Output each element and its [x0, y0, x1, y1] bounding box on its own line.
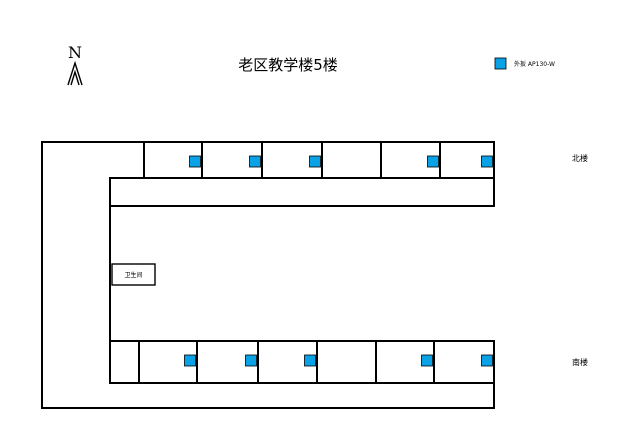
page-title: 老区教学楼5楼: [238, 56, 338, 74]
legend-ap-swatch: [494, 57, 507, 70]
legend: 外扳 AP130-W: [494, 57, 555, 70]
toilet: 卫生间: [111, 263, 156, 286]
north-rooms: [143, 141, 493, 179]
legend-label: 外扳 AP130-W: [514, 60, 555, 68]
north-arrow-icon: N: [67, 43, 83, 86]
north-building-label: 北楼: [572, 153, 588, 163]
toilet-box: [111, 263, 156, 286]
north-room-ap-icon: [189, 155, 201, 168]
south-room-ap-icon: [481, 354, 493, 367]
toilet-label: 卫生间: [124, 271, 142, 279]
south-room-ap-icon: [421, 354, 433, 367]
compass-arrow-inner: [70, 69, 80, 86]
compass-letter: N: [68, 43, 82, 62]
south-rooms: [109, 340, 493, 384]
compass-arrow-outer: [67, 60, 83, 86]
south-room-ap-icon: [304, 354, 316, 367]
west-south-outer-wall: [41, 141, 495, 409]
north-room-ap-icon: [249, 155, 261, 168]
south-room-ap-icon: [184, 354, 196, 367]
north-outer-wall: [41, 141, 495, 207]
north-room-ap-icon: [427, 155, 439, 168]
north-room-ap-icon: [481, 155, 493, 168]
south-room-ap-icon: [245, 354, 257, 367]
north-room-ap-icon: [309, 155, 321, 168]
building-walls: [41, 141, 495, 409]
south-building-label: 南楼: [572, 357, 588, 367]
